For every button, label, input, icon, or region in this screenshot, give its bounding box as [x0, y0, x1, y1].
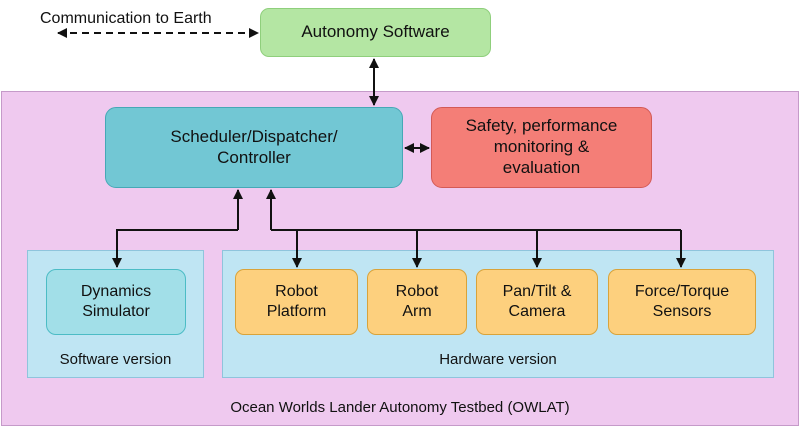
scheduler-box: Scheduler/Dispatcher/ Controller: [105, 107, 403, 188]
robot-platform-box: Robot Platform: [235, 269, 358, 335]
pan-tilt-camera-label: Pan/Tilt & Camera: [502, 283, 572, 320]
scheduler-simulator-line: [112, 229, 238, 268]
testbed-label: Ocean Worlds Lander Autonomy Testbed (OW…: [230, 399, 570, 416]
safety-monitoring-box: Safety, performance monitoring & evaluat…: [431, 107, 652, 188]
autonomy-software-box: Autonomy Software: [260, 8, 491, 57]
force-torque-sensors-box: Force/Torque Sensors: [608, 269, 756, 335]
safety-monitoring-label: Safety, performance monitoring & evaluat…: [465, 116, 618, 177]
dynamics-simulator-label: Dynamics Simulator: [80, 283, 152, 320]
scheduler-label: Scheduler/Dispatcher/ Controller: [170, 126, 338, 167]
robot-arm-label: Robot Arm: [395, 283, 439, 320]
hardware-version-label: Hardware version: [439, 351, 557, 368]
pan-tilt-camera-box: Pan/Tilt & Camera: [476, 269, 598, 335]
software-version-label: Software version: [59, 351, 172, 368]
robot-arm-box: Robot Arm: [367, 269, 467, 335]
force-torque-sensors-label: Force/Torque Sensors: [634, 283, 730, 320]
communication-to-earth-label: Communication to Earth: [40, 10, 212, 27]
autonomy-software-label: Autonomy Software: [301, 22, 450, 42]
robot-platform-label: Robot Platform: [266, 283, 327, 320]
dynamics-simulator-box: Dynamics Simulator: [46, 269, 186, 335]
